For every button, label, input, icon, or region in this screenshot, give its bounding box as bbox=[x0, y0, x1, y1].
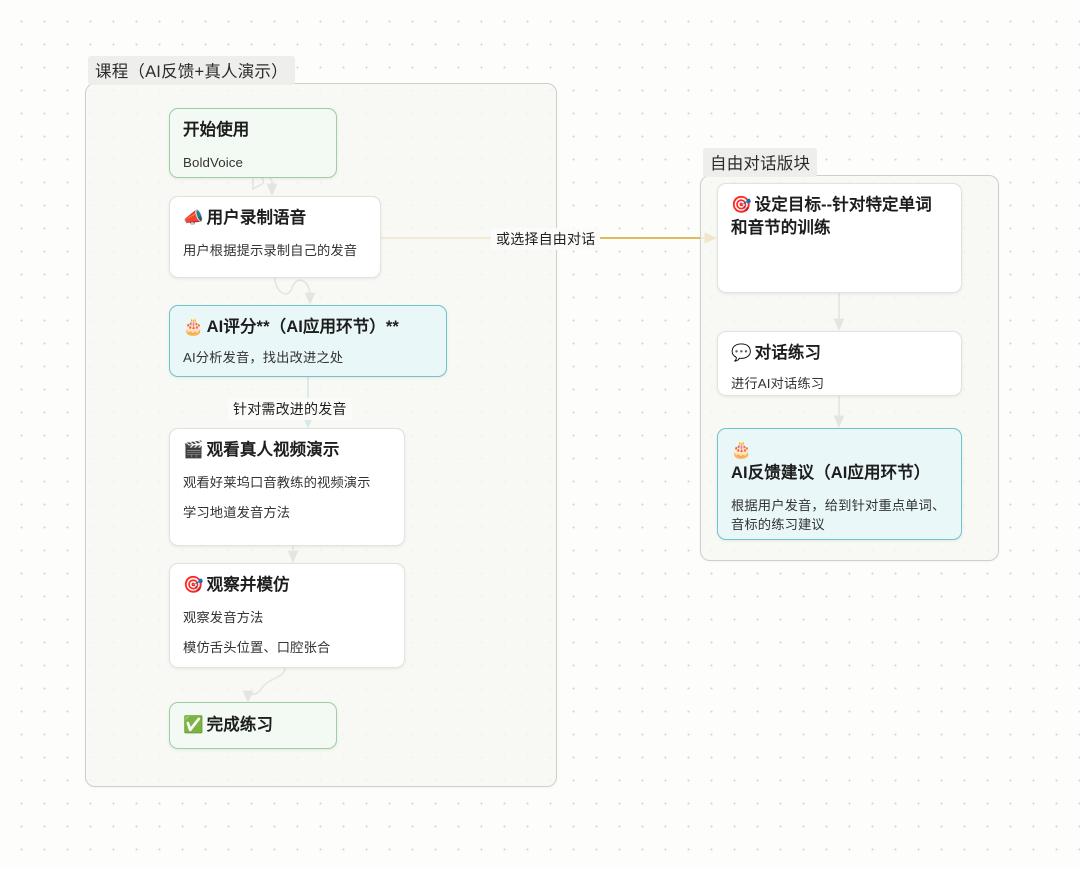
node-observe-imitate-line-2: 模仿舌头位置、口腔张合 bbox=[183, 640, 331, 656]
node-finish[interactable]: ✅完成练习 bbox=[169, 702, 337, 749]
node-ai-feedback-title-text: AI反馈建议（AI应用环节） bbox=[731, 463, 931, 482]
node-start-title-text: 开始使用 bbox=[183, 121, 250, 139]
node-watch-video-title: 🎬观看真人视频演示 bbox=[183, 439, 391, 462]
node-ai-feedback-line-1: 根据用户发音，给到针对重点单词、音标的练习建议 bbox=[731, 497, 946, 532]
node-dialogue-practice-title: 💬对话练习 bbox=[731, 342, 948, 365]
check-mark-icon: ✅ bbox=[183, 715, 204, 734]
node-start-line-1: BoldVoice bbox=[183, 154, 244, 170]
node-set-goal-title-text: 设定目标--针对特定单词和音节的训练 bbox=[731, 196, 932, 237]
node-watch-video-title-text: 观看真人视频演示 bbox=[206, 441, 340, 459]
edge-label-to-video: 针对需改进的发音 bbox=[228, 398, 352, 420]
node-record-title: 📣用户录制语音 bbox=[183, 207, 367, 230]
group-free-talk-title: 自由对话版块 bbox=[703, 148, 818, 177]
node-watch-video-line-1: 观看好莱坞口音教练的视频演示 bbox=[183, 474, 371, 490]
clapperboard-icon: 🎬 bbox=[183, 440, 204, 459]
node-record[interactable]: 📣用户录制语音 用户根据提示录制自己的发音 bbox=[169, 196, 381, 278]
node-watch-video[interactable]: 🎬观看真人视频演示 观看好莱坞口音教练的视频演示 学习地道发音方法 bbox=[169, 428, 405, 546]
speech-balloon-icon: 💬 bbox=[731, 343, 752, 362]
node-set-goal-title: 🎯设定目标--针对特定单词和音节的训练 bbox=[731, 194, 948, 240]
node-dialogue-practice-title-text: 对话练习 bbox=[754, 344, 822, 362]
cake-icon: 🎂 bbox=[731, 440, 752, 459]
node-ai-score-line-1: AI分析发音，找出改进之处 bbox=[183, 349, 344, 365]
node-observe-imitate-line-1: 观察发音方法 bbox=[183, 609, 264, 625]
node-dialogue-practice-line-1: 进行AI对话练习 bbox=[731, 375, 825, 391]
target-icon: 🎯 bbox=[731, 195, 752, 214]
target-icon: 🎯 bbox=[183, 575, 204, 594]
cake-icon: 🎂 bbox=[183, 317, 204, 336]
group-course-title: 课程（AI反馈+真人演示） bbox=[88, 56, 295, 85]
node-set-goal[interactable]: 🎯设定目标--针对特定单词和音节的训练 bbox=[717, 183, 962, 293]
node-ai-score-title-text: AI评分**（AI应用环节）** bbox=[206, 318, 399, 336]
node-start-title: 开始使用 bbox=[183, 119, 323, 142]
node-dialogue-practice[interactable]: 💬对话练习 进行AI对话练习 bbox=[717, 331, 962, 396]
node-ai-score-title: 🎂AI评分**（AI应用环节）** bbox=[183, 316, 433, 339]
node-observe-imitate-title: 🎯观察并模仿 bbox=[183, 574, 391, 597]
node-start[interactable]: 开始使用 BoldVoice bbox=[169, 108, 337, 178]
node-ai-feedback-title: 🎂 AI反馈建议（AI应用环节） bbox=[731, 439, 948, 485]
node-record-title-text: 用户录制语音 bbox=[206, 209, 307, 227]
node-finish-title-text: 完成练习 bbox=[206, 716, 274, 734]
node-watch-video-line-2: 学习地道发音方法 bbox=[183, 505, 291, 521]
megaphone-icon: 📣 bbox=[183, 208, 204, 227]
node-ai-score[interactable]: 🎂AI评分**（AI应用环节）** AI分析发音，找出改进之处 bbox=[169, 305, 447, 377]
edge-label-to-free-talk: 或选择自由对话 bbox=[491, 228, 601, 250]
node-ai-feedback[interactable]: 🎂 AI反馈建议（AI应用环节） 根据用户发音，给到针对重点单词、音标的练习建议 bbox=[717, 428, 962, 540]
node-observe-imitate-title-text: 观察并模仿 bbox=[206, 576, 290, 594]
node-record-line-1: 用户根据提示录制自己的发音 bbox=[183, 242, 358, 258]
node-finish-title: ✅完成练习 bbox=[183, 714, 323, 737]
node-observe-imitate[interactable]: 🎯观察并模仿 观察发音方法 模仿舌头位置、口腔张合 bbox=[169, 563, 405, 668]
